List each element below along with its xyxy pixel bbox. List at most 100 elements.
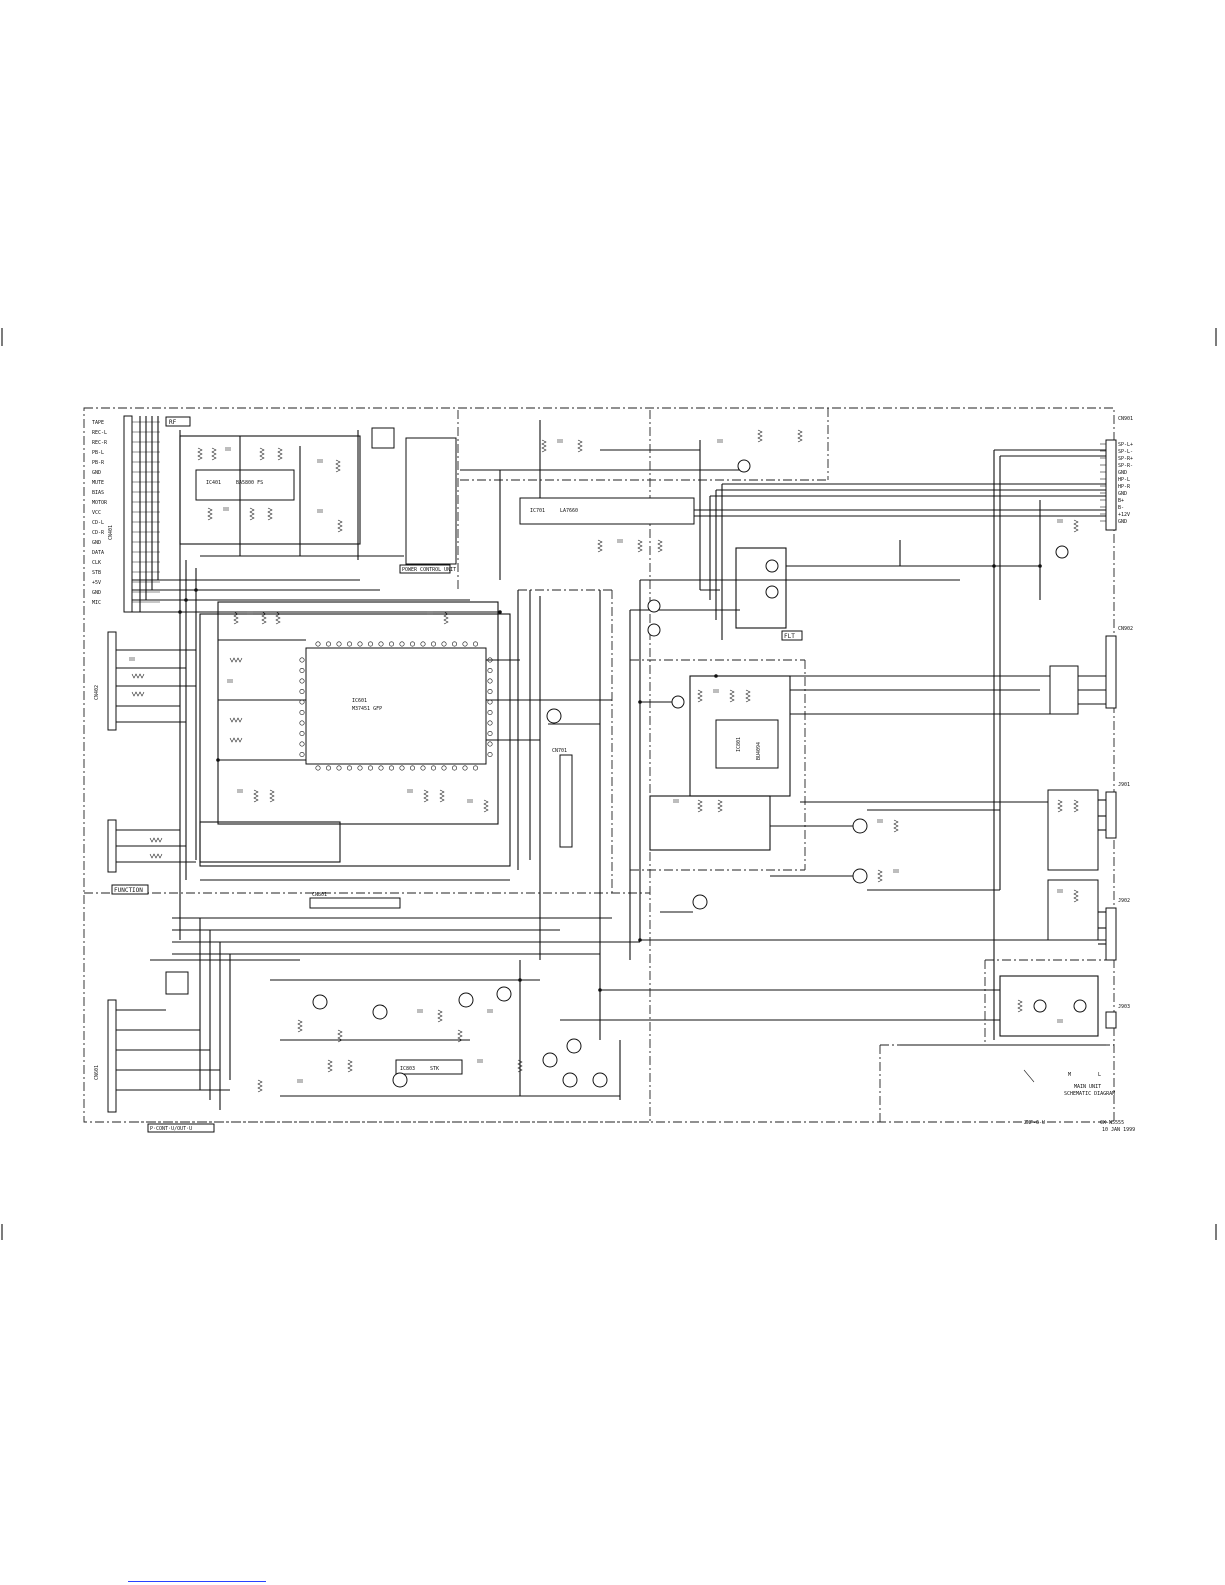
legend-sub: L [1098,1072,1101,1078]
junction-dot [498,610,502,614]
junction-dot [992,564,996,568]
crop-marks [1,328,1217,1240]
cn701-label: CN701 [552,748,567,754]
left-pin-label: REC-L [92,430,107,436]
resistor-symbol [261,611,267,625]
left-pin-label: MOTOR [92,500,108,506]
left-pin-label: +5V [92,580,101,586]
j902-label: J902 [1118,898,1130,904]
left-pin-label: GND [92,470,101,476]
ic401-ref: IC401 [206,480,221,486]
resistor-symbol [297,1019,303,1033]
ic601-pin [409,765,415,771]
resistor-symbol [267,507,273,521]
resistor-symbol [253,789,259,803]
resistor-symbol [439,789,445,803]
ic401-part: BA5800 FS [236,480,263,486]
left-pin-label: BIAS [92,490,104,496]
revision-date: 10 JAN 1999 [1102,1127,1135,1133]
right-pin-label: +12V [1118,512,1130,518]
ic601-pin [430,641,436,647]
resistor-symbol [229,737,243,743]
ic601-pin [367,641,373,647]
resistor-symbol [483,799,489,813]
ic601-pin [487,741,493,747]
junction-dot [638,938,642,942]
function-unit-label: FUNCTION [114,887,143,894]
right-pin-label: SP-L- [1118,449,1133,455]
ic601-pin [462,765,468,771]
cn801-connector: CN801 [309,892,401,909]
legend-note: M [1068,1072,1071,1078]
ic801-part: BU4094 [756,742,762,760]
resistor-symbol [275,611,281,625]
resistor-symbol [457,1029,463,1043]
resistor-symbol [327,1059,333,1073]
resistor-symbol [277,447,283,461]
resistor-symbol [1057,799,1063,813]
ic601-pin [487,667,493,673]
wiring [116,416,1106,1110]
left-pin-label: MUTE [92,480,104,486]
junction-dot [178,610,182,614]
title-block: M L MAIN UNIT SCHEMATIC DIAGRAM ZNF-6-U … [1023,1069,1135,1133]
ic601-pin [357,765,363,771]
ic601-pin [487,678,493,684]
resistor-symbol [1073,889,1079,903]
ic701-ref: IC701 [530,508,545,514]
ic601-pin [336,765,342,771]
ic601-pin [346,641,352,647]
ic701-chip: IC701 LA7660 [519,497,695,525]
page-code: ZNF-6-U [1024,1120,1045,1126]
resistor-symbol [337,1029,343,1043]
ic601-pin [487,720,493,726]
junction-dot [714,674,718,678]
right-pin-label: B+ [1118,498,1124,504]
ic601-pin [299,720,305,726]
ic601-pin [315,641,321,647]
ic601-pin [420,641,426,647]
ic601-pin [325,765,331,771]
junction-dot [194,588,198,592]
resistor-symbol [1073,799,1079,813]
bottom-unit-label: P·CONT·U/OUT·U [150,1126,192,1132]
resistor-symbol [229,657,243,663]
left-pin-label: MIC [92,600,101,606]
ic601-pin [299,688,305,694]
junction-dot [184,598,188,602]
cn701-connector: CN701 [552,748,573,848]
ic601-pin [472,641,478,647]
j903-label: J903 [1118,1004,1130,1010]
ic601-pin [388,765,394,771]
left-pin-label: VCC [92,510,101,516]
left-pin-label: GND [92,540,101,546]
resistor-symbol [577,439,583,453]
unit-labels: RF FUNCTION POWER CONTROL UNIT FLT P·CON… [111,416,803,1133]
resistor-symbol [269,789,275,803]
cn901-label: CN901 [1118,416,1133,422]
ic801-chip: IC801 BU4094 [715,719,779,769]
resistor-symbol [877,869,883,883]
resistor-symbol [233,611,239,625]
resistor-symbol [1017,999,1023,1013]
resistor-symbol [211,447,217,461]
left-pin-label: CD-R [92,530,105,536]
component-details [129,429,1079,1093]
cn601-label: CN601 [94,1065,100,1080]
ic601-pin [346,765,352,771]
left-pin-label: PB-R [92,460,105,466]
right-pin-label: HP-L [1118,477,1130,483]
resistor-symbol [423,789,429,803]
ic601-pin [409,641,415,647]
left-pin-label: STB [92,570,101,576]
ic601-pin [441,765,447,771]
ic801-ref: IC801 [736,737,742,752]
left-pin-label: DATA [92,550,104,556]
resistor-symbol [657,539,663,553]
ic601-pin [430,765,436,771]
ic601-pin [299,741,305,747]
ic401-chip: IC401 BA5800 FS [195,469,295,501]
ic601-pin [388,641,394,647]
ic601-pin [487,751,493,757]
